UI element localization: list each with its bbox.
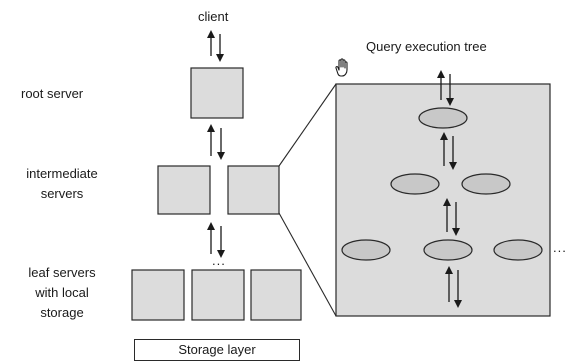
intermediate-server-box-1 bbox=[157, 165, 211, 215]
tree-leaf-node-2 bbox=[423, 239, 473, 261]
leaf-line-1: leaf servers bbox=[28, 265, 96, 280]
tree-root-node bbox=[418, 107, 468, 129]
hand-cursor-icon bbox=[335, 58, 348, 77]
intermediate-line-2: servers bbox=[40, 186, 84, 201]
tree-top-arrows bbox=[437, 70, 454, 106]
storage-layer-label: Storage layer bbox=[178, 342, 256, 357]
intermediate-line-1: intermediate bbox=[26, 166, 98, 181]
leaf-server-box-1 bbox=[131, 269, 185, 321]
root-intermediate-arrows bbox=[207, 124, 225, 160]
intermediate-server-box-2 bbox=[227, 165, 280, 215]
client-label: client bbox=[198, 9, 229, 24]
tree-level3-ellipsis: ... bbox=[553, 240, 567, 255]
tree-mid-leaf-arrows bbox=[443, 198, 460, 236]
intermediate-servers-label: intermediate servers bbox=[14, 164, 110, 204]
leaf-servers-label: leaf servers with local storage bbox=[16, 263, 108, 323]
leaf-line-3: storage bbox=[40, 305, 84, 320]
tree-bottom-arrows bbox=[445, 266, 462, 308]
tree-mid-node-1 bbox=[390, 173, 440, 195]
storage-layer-box: Storage layer bbox=[134, 339, 300, 361]
tree-leaf-node-1 bbox=[341, 239, 391, 261]
tree-leaf-node-3 bbox=[493, 239, 543, 261]
tree-root-mid-arrows bbox=[440, 132, 457, 170]
root-server-box bbox=[190, 67, 244, 119]
zoom-line-bottom bbox=[278, 212, 337, 317]
leaf-server-box-2 bbox=[191, 269, 245, 321]
tree-mid-node-2 bbox=[461, 173, 511, 195]
zoom-line-top bbox=[278, 83, 337, 167]
root-server-label: root server bbox=[21, 86, 84, 101]
client-root-arrows bbox=[207, 30, 224, 62]
leaf-line-2: with local bbox=[35, 285, 89, 300]
leaf-server-box-3 bbox=[250, 269, 302, 321]
query-tree-title: Query execution tree bbox=[366, 39, 487, 54]
intermediate-leaf-arrows bbox=[207, 222, 225, 258]
